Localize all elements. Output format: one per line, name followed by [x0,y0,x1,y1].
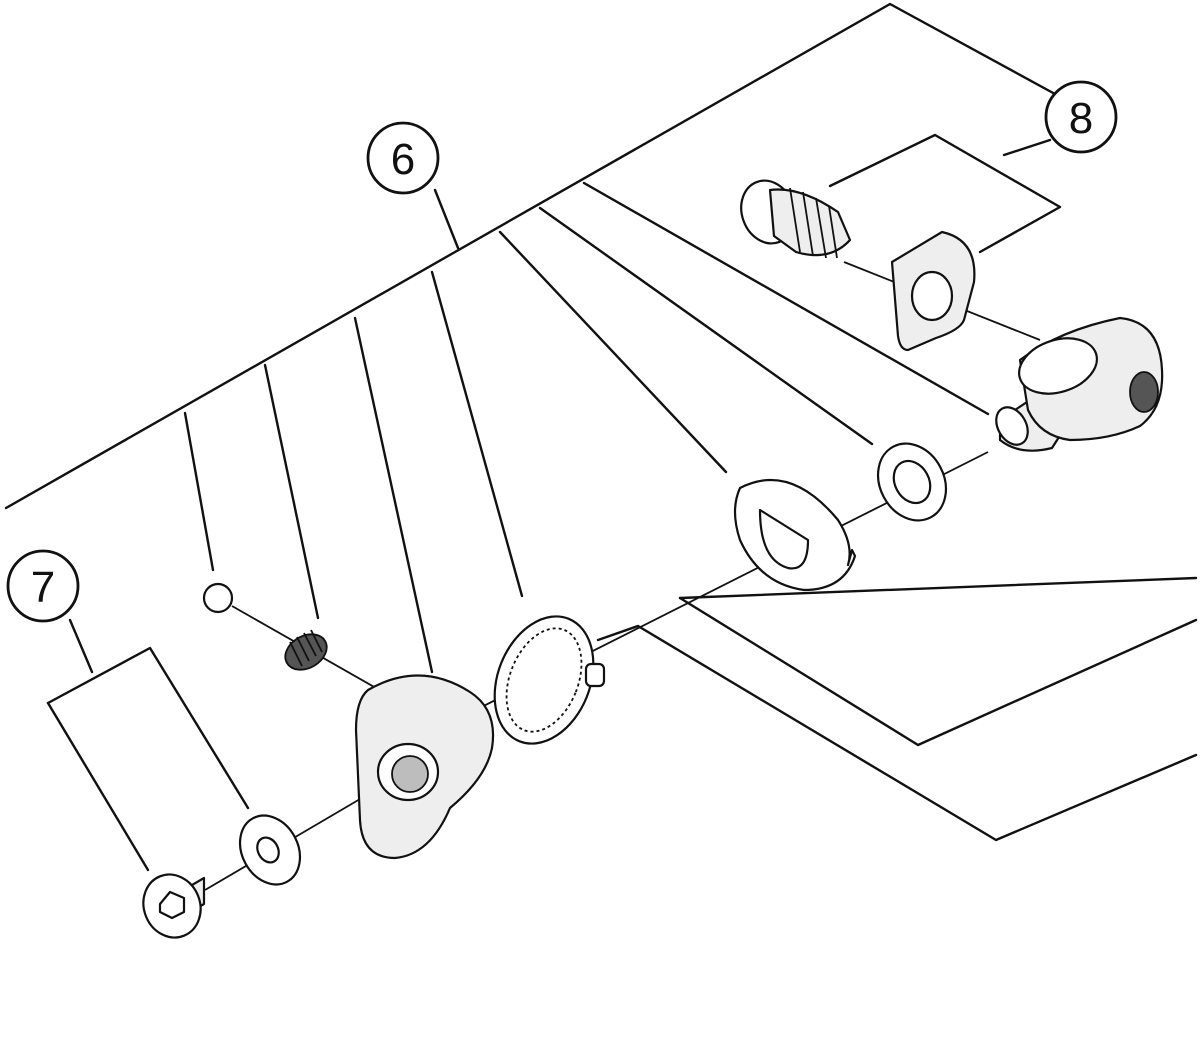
callout-8: 8 [1044,80,1118,154]
callout-7-stem [68,618,94,674]
callout-8-label: 8 [1069,94,1093,143]
nut-plate-part [890,230,976,352]
leader-spring [263,363,320,620]
panel-outline-upper [678,576,1198,600]
callout-6-label: 6 [391,135,415,184]
group-7-bracket [46,646,250,810]
leader-ball [183,411,215,572]
panel-outline-lower [596,624,1198,842]
callout-6-circle [366,121,440,195]
callout-8-stem [1002,138,1052,157]
leader-ratchet-ring [430,270,524,598]
spring-part [284,629,328,671]
callout-8-circle [1044,80,1118,154]
axle-part [995,316,1164,452]
callout-7-circle [6,549,80,623]
ball-part [202,582,234,614]
leader-small-washer [538,206,874,446]
cam-bushing-part [354,674,495,860]
leader-plate-washer [498,230,728,474]
callout-7: 7 [6,549,80,623]
panel-outline-upper-2 [678,596,1198,747]
small-washer-part [876,442,948,522]
leader-bolt [46,701,150,872]
ratchet-ring-part [493,615,606,745]
callout-6: 6 [366,121,440,195]
assembly-axes [204,261,1041,891]
plate-washer-part [733,478,857,592]
group-6-main-bracket [4,2,1057,510]
callout-6-stem [433,188,460,250]
callout-7-label: 7 [31,563,55,612]
leader-axle [582,181,990,416]
socket-bolt-part [142,873,206,939]
leader-bushing [353,316,434,674]
group-8-bracket [828,133,1062,254]
leader-lines [4,2,1198,872]
threaded-bolt-part [740,179,852,259]
bolt-washer-part [238,814,302,886]
